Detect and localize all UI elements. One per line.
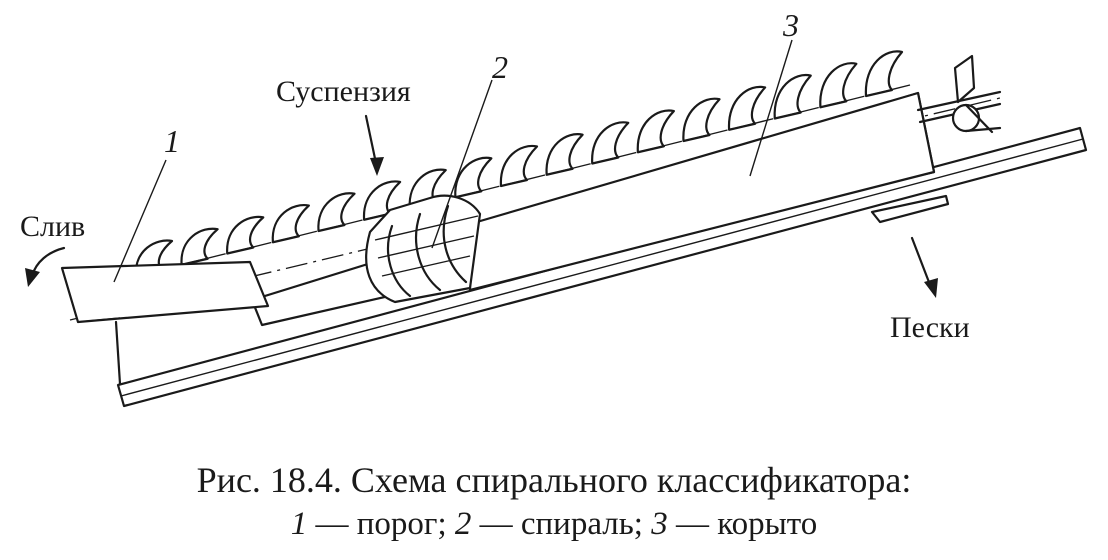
legend-number-2: 2 — [454, 506, 472, 542]
spiral-flight — [728, 85, 767, 131]
spiral-hub-segment — [455, 185, 500, 198]
spiral-flight — [499, 144, 539, 188]
label-overflow: Слив — [20, 210, 85, 243]
spiral-flight — [591, 121, 630, 165]
label-trough-number: 3 — [782, 7, 799, 43]
spiral-flight — [363, 180, 402, 221]
spiral-flight — [773, 73, 812, 120]
suspension-arrow — [364, 114, 384, 176]
spiral-flight — [819, 62, 858, 109]
spiral-flight — [636, 109, 675, 154]
label-sands: Пески — [890, 311, 970, 344]
leader-2 — [431, 79, 493, 249]
drive-mechanism — [916, 54, 1002, 134]
spiral-hub-segment — [774, 106, 819, 120]
label-suspension: Суспензия — [276, 75, 411, 108]
spiral-hub-segment — [500, 174, 546, 187]
caption-legend: 1 — порог; 2 — спираль; 3 — корыто — [0, 502, 1108, 546]
leader-1 — [113, 159, 167, 283]
spiral-hub-segment — [820, 95, 865, 108]
figure-caption: Рис. 18.4. Схема спирального классификат… — [0, 458, 1108, 546]
spiral-hub-segment — [637, 140, 683, 153]
legend-text-2: — спираль; — [471, 506, 652, 542]
legend-text-3: — корыто — [667, 506, 818, 542]
spiral-flight — [545, 133, 584, 176]
spiral-hub-segment — [546, 163, 591, 176]
label-spiral-number: 2 — [492, 49, 508, 85]
label-threshold-number: 1 — [164, 123, 180, 159]
spiral-hub-segment — [592, 151, 637, 165]
legend-text-1: — порог; — [307, 506, 455, 542]
threshold — [60, 260, 270, 324]
spiral-hub-segment — [227, 241, 272, 255]
spiral-hub-segment — [728, 118, 774, 131]
caption-title: Рис. 18.4. Схема спирального классификат… — [196, 460, 912, 500]
legend-number-3: 3 — [651, 506, 668, 542]
spiral-hub-segment — [318, 219, 363, 232]
overflow-arrow — [25, 246, 66, 287]
spiral-hub-segment — [865, 84, 911, 97]
spiral-flight — [317, 192, 356, 233]
leader-3 — [749, 39, 793, 177]
spiral-flight — [271, 203, 310, 244]
sands-arrow — [910, 236, 938, 298]
base-rail — [116, 126, 1088, 408]
spiral-flight — [864, 50, 904, 98]
spiral-flight — [226, 215, 265, 255]
spiral-hub-segment — [683, 129, 728, 142]
legend-number-1: 1 — [290, 506, 308, 542]
support-legs — [114, 194, 950, 386]
spiral-flight — [682, 97, 721, 143]
spiral-hub-segment — [272, 230, 318, 243]
spiral-flight — [180, 227, 219, 266]
spiral-flight — [454, 156, 493, 199]
spiral — [134, 50, 911, 278]
spiral-cutaway — [365, 194, 482, 304]
